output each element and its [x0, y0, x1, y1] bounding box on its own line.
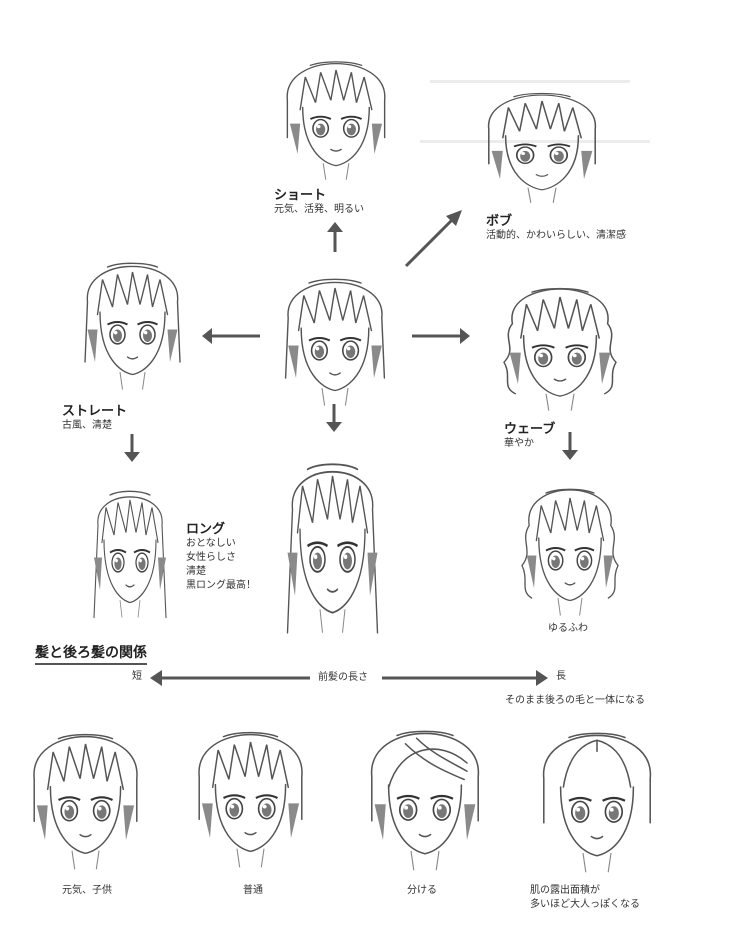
wave-desc: 華やか [504, 438, 534, 449]
head-bangs-3 [355, 708, 495, 873]
straight-desc: 古風、清楚 [62, 420, 112, 431]
long-desc-4: 黒ロング最高！ [186, 580, 256, 591]
long-desc-2: 女性らしさ [186, 552, 236, 563]
arrow-left-to-straight [202, 328, 260, 344]
bob-title: ボブ [486, 214, 513, 229]
label-bob: ボブ 活動的、かわいらしい、清潔感 [486, 210, 626, 243]
head-drawing [84, 262, 181, 390]
bangs-length-axis [150, 670, 548, 686]
head-straight [70, 242, 195, 392]
bob-desc: 活動的、かわいらしい、清潔感 [486, 230, 626, 241]
label-wave: ウェーブ 華やか [504, 418, 555, 451]
wave-title: ウェーブ [504, 422, 556, 437]
background-header-line-2 [420, 140, 650, 143]
short-desc: 元気、活発、明るい [274, 204, 364, 215]
head-drawing [503, 287, 617, 411]
head-drawing [521, 488, 619, 616]
arrow-down-to-yurufuwa [562, 432, 578, 460]
head-yurufuwa [510, 468, 630, 618]
section-title: 髪と後ろ髪の関係 [35, 642, 147, 665]
straight-title: ストレート [62, 404, 128, 419]
head-wave [490, 268, 630, 413]
head-center-long [270, 436, 395, 636]
background-header-line [430, 80, 630, 83]
head-drawing [286, 463, 379, 634]
label-long: ロング おとなしい 女性らしさ 清楚 黒ロング最高！ [186, 518, 256, 593]
arrow-to-bob [404, 210, 462, 268]
caption-otona-1: 肌の露出面積が [530, 885, 600, 896]
head-drawing [371, 730, 479, 871]
arrow-down-to-center-long [326, 404, 342, 432]
head-center [270, 258, 400, 408]
label-short: ショート 元気、活発、明るい [274, 184, 364, 217]
yurufuwa-caption: ゆるふわ [548, 623, 588, 634]
long-note: そのまま後ろの毛と一体になる [505, 695, 645, 706]
long-desc-3: 清楚 [186, 566, 206, 577]
head-drawing [286, 61, 386, 180]
axis-long-label: 長 [556, 671, 566, 682]
caption-futsuu: 普通 [243, 885, 263, 896]
short-title: ショート [274, 188, 327, 203]
long-desc-1: おとなしい [186, 538, 236, 549]
axis-short-label: 短 [132, 671, 142, 682]
head-bangs-1 [18, 712, 153, 872]
head-bangs-4 [527, 710, 667, 875]
head-bob [472, 75, 612, 205]
caption-otona-2: 多いほど大人っぽくなる [530, 899, 640, 910]
head-drawing [488, 92, 596, 203]
caption-genki: 元気、子供 [62, 885, 112, 896]
head-drawing [198, 731, 303, 868]
caption-otona: 肌の露出面積が 多いほど大人っぽくなる [530, 884, 640, 912]
label-straight: ストレート 古風、清楚 [62, 400, 127, 433]
caption-wakeru: 分ける [407, 885, 437, 896]
arrow-right-to-wave [412, 328, 470, 344]
long-title: ロング [186, 522, 226, 537]
head-drawing [543, 732, 651, 873]
head-drawing [33, 733, 138, 870]
head-long [80, 470, 180, 620]
head-drawing [284, 278, 386, 406]
axis-label: 前髪の長さ [318, 672, 368, 683]
arrow-down-to-long [124, 434, 140, 462]
head-short [272, 42, 400, 182]
head-bangs-2 [183, 710, 318, 870]
head-drawing [93, 490, 167, 619]
arrow-up-to-short [327, 222, 343, 252]
